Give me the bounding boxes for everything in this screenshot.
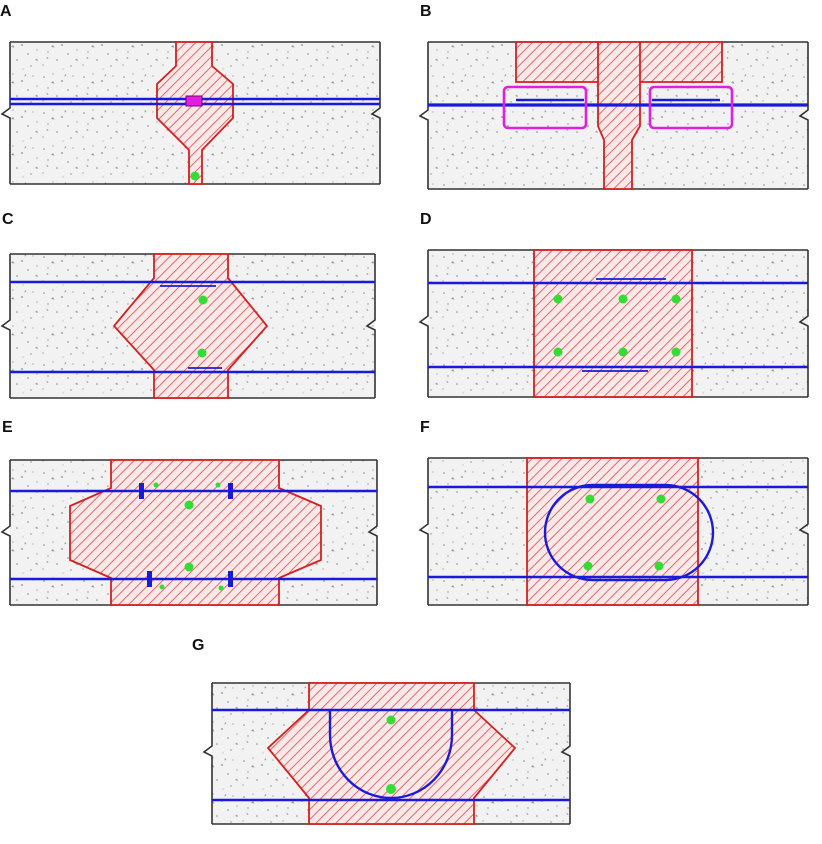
bar-end-anchor — [139, 483, 144, 499]
closed-loop-bar — [543, 483, 715, 582]
break-line-left — [0, 254, 11, 398]
panel-a: A — [0, 3, 381, 185]
break-line-left — [0, 42, 11, 184]
panel-label: E — [2, 419, 13, 436]
grout-joint — [156, 41, 234, 185]
grout-joint — [526, 457, 699, 606]
panel-d: D — [418, 211, 809, 398]
bar-section — [618, 347, 628, 357]
bar-section — [553, 294, 563, 304]
grout-joint — [69, 459, 322, 606]
break-line-right — [798, 458, 809, 605]
bar-section — [153, 482, 159, 488]
panel-label: G — [192, 637, 204, 654]
bar-section — [184, 562, 194, 572]
grout-joint — [112, 253, 269, 399]
coupler — [185, 95, 203, 107]
bar-end-anchor — [228, 483, 233, 499]
bar-section — [618, 294, 628, 304]
u-shaped-bar — [328, 710, 454, 800]
break-line-right — [560, 683, 571, 824]
panel-label: B — [420, 3, 432, 20]
bar-section — [190, 171, 200, 181]
break-line-right — [798, 42, 809, 189]
bar-end-anchor — [228, 571, 233, 587]
panel-label: A — [0, 3, 12, 20]
break-line-left — [0, 460, 11, 605]
bar-section — [656, 494, 666, 504]
sleeve — [648, 85, 734, 130]
panel-b: B — [418, 3, 809, 190]
sleeve — [502, 85, 588, 130]
break-line-left — [418, 250, 429, 397]
bar-end-anchor — [147, 571, 152, 587]
panel-g: G — [192, 637, 571, 825]
bar-section — [215, 482, 221, 488]
break-line-left — [202, 683, 213, 824]
break-line-right — [798, 250, 809, 397]
panel-label: C — [2, 211, 14, 228]
bar-section — [386, 715, 396, 725]
panel-c: C — [0, 211, 376, 399]
bar-section — [159, 584, 165, 590]
bar-section — [671, 294, 681, 304]
break-line-left — [418, 42, 429, 189]
bar-section — [583, 561, 593, 571]
bar-section — [184, 500, 194, 510]
panel-label: D — [420, 211, 432, 228]
bar-section — [198, 295, 208, 305]
bar-section — [585, 494, 595, 504]
break-line-right — [365, 254, 376, 398]
break-line-left — [418, 458, 429, 605]
break-line-right — [367, 460, 378, 605]
panel-e: E — [0, 419, 378, 606]
panel-label: F — [420, 419, 430, 436]
bar-section — [218, 585, 224, 591]
bar-section — [197, 348, 207, 358]
bar-section — [553, 347, 563, 357]
grout-joint — [533, 249, 693, 398]
bar-section — [386, 784, 396, 794]
bar-section — [671, 347, 681, 357]
break-line-right — [370, 42, 381, 184]
bar-section — [654, 561, 664, 571]
panel-f: F — [418, 419, 809, 606]
